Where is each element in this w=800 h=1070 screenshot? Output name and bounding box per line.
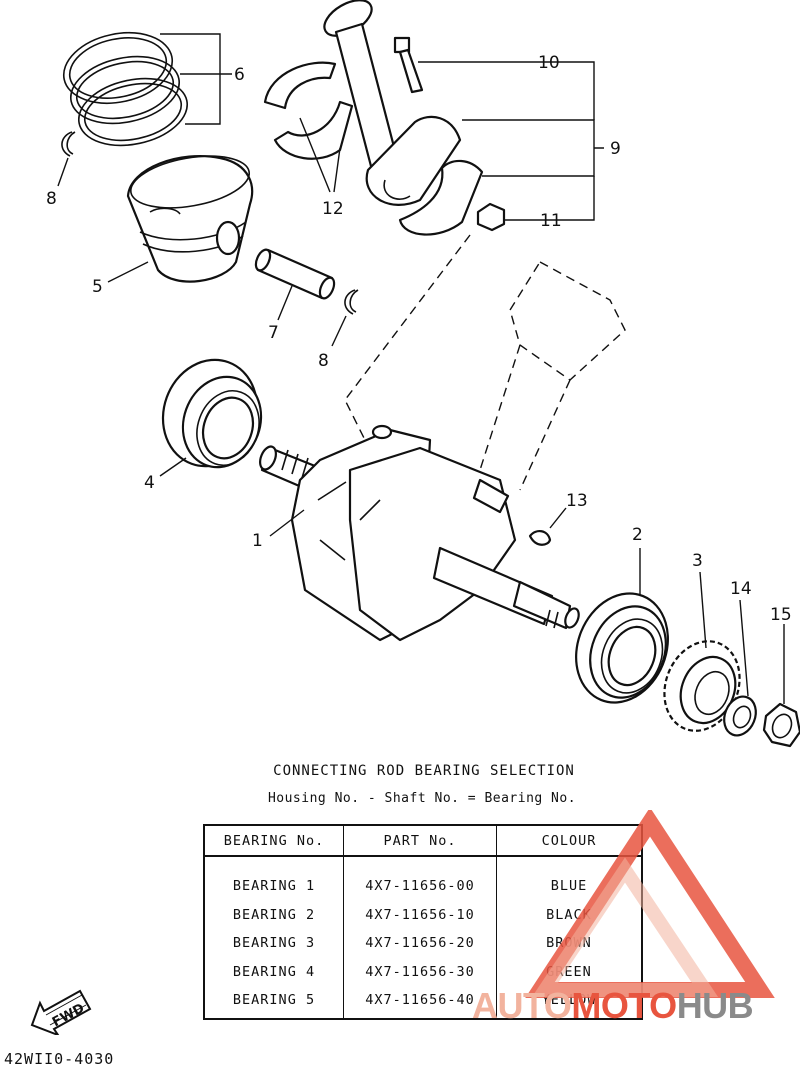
crank-nut xyxy=(762,702,800,748)
rod-ghost-outline xyxy=(509,261,626,381)
leader-1 xyxy=(269,509,305,537)
exploded-parts-diagram: 1 2 3 4 5 6 7 8 8 9 10 11 12 13 14 15 xyxy=(46,0,800,748)
bearing-cell: BEARING 5 xyxy=(204,986,344,1019)
wordmark-hub: HUB xyxy=(677,985,754,1026)
bearing-cell: BEARING 1 xyxy=(204,856,344,901)
piston xyxy=(126,154,254,283)
leader-12 xyxy=(299,117,341,193)
crank-sprocket xyxy=(663,640,741,732)
callout-7: 7 xyxy=(268,323,279,343)
diagram-reference-code: 42WII0-4030 xyxy=(4,1050,115,1068)
part-no-cell: 4X7-11656-40 xyxy=(343,986,497,1019)
table-header-row: BEARING No. PART No. COLOUR xyxy=(204,825,642,857)
leader-13 xyxy=(549,507,567,529)
selection-formula: Housing No. - Shaft No. = Bearing No. xyxy=(267,791,577,806)
piston-pin xyxy=(254,248,336,300)
warning-triangle-logo-icon xyxy=(525,810,775,998)
leader-10 xyxy=(418,61,595,120)
part-no-cell: 4X7-11656-20 xyxy=(343,929,497,958)
callout-1: 1 xyxy=(252,531,263,551)
leader-3 xyxy=(699,571,707,649)
header-bearing-no: BEARING No. xyxy=(204,825,344,857)
washer xyxy=(723,695,757,737)
part-no-cell: 4X7-11656-10 xyxy=(343,900,497,929)
watermark-wordmark: AUTOMOTOHUB xyxy=(472,985,753,1026)
rod-ghost-shaft xyxy=(479,344,571,491)
rod-cap xyxy=(398,159,484,236)
crankshaft xyxy=(259,424,580,642)
wordmark-moto: MOTO xyxy=(571,985,676,1026)
table-row: BEARING 5 4X7-11656-40 YELLOW xyxy=(204,986,642,1019)
table-row: BEARING 2 4X7-11656-10 BLACK xyxy=(204,900,642,929)
leader-8a xyxy=(57,157,69,187)
bearing-cell: BEARING 2 xyxy=(204,900,344,929)
callout-5: 5 xyxy=(92,277,103,297)
leader-7 xyxy=(277,285,293,321)
leader-9 xyxy=(462,119,604,177)
automotohub-watermark: AUTOMOTOHUB xyxy=(472,810,775,1026)
table-row: BEARING 1 4X7-11656-00 BLUE xyxy=(204,856,642,901)
header-colour: COLOUR xyxy=(496,825,642,857)
rod-nut xyxy=(476,202,506,232)
callout-14: 14 xyxy=(730,579,752,599)
callout-11: 11 xyxy=(540,211,562,231)
header-part-no: PART No. xyxy=(343,825,497,857)
selection-title: CONNECTING ROD BEARING SELECTION xyxy=(273,763,575,779)
circlip-right xyxy=(344,289,359,315)
fwd-arrow-icon: FWD xyxy=(30,989,92,1035)
leader-8b xyxy=(331,315,347,347)
part-no-cell: 4X7-11656-30 xyxy=(343,957,497,986)
wordmark-auto: AUTO xyxy=(472,985,571,1026)
leader-11 xyxy=(505,176,595,221)
callout-2: 2 xyxy=(632,525,643,545)
callout-10: 10 xyxy=(538,53,560,73)
bearing-cell: BEARING 4 xyxy=(204,957,344,986)
leader-6 xyxy=(160,33,232,125)
bearing-selection-table: BEARING No. PART No. COLOUR BEARING 1 4X… xyxy=(203,824,643,1020)
callout-12: 12 xyxy=(322,199,344,219)
bearing-cell: BEARING 3 xyxy=(204,929,344,958)
callout-3: 3 xyxy=(692,551,703,571)
callout-13: 13 xyxy=(566,491,588,511)
right-main-bearing xyxy=(575,592,669,704)
leader-5 xyxy=(107,261,149,283)
table-row: BEARING 4 4X7-11656-30 GREEN xyxy=(204,957,642,986)
leader-14 xyxy=(739,599,749,697)
big-end-bearing-shells xyxy=(263,61,354,160)
callout-8b: 8 xyxy=(318,351,329,371)
callout-6: 6 xyxy=(234,65,245,85)
colour-cell: BLUE xyxy=(550,878,588,895)
piston-rings xyxy=(62,32,189,147)
left-main-bearing xyxy=(161,358,263,469)
circlip-left xyxy=(61,131,76,157)
callout-8a: 8 xyxy=(46,189,57,209)
callout-15: 15 xyxy=(770,605,792,625)
callout-4: 4 xyxy=(144,473,155,493)
part-no-cell: 4X7-11656-00 xyxy=(343,856,497,901)
rod-bolt xyxy=(393,36,424,94)
leader-4 xyxy=(159,457,187,477)
callout-9: 9 xyxy=(610,139,621,159)
connecting-rod xyxy=(323,0,462,206)
woodruff-key xyxy=(528,530,552,546)
